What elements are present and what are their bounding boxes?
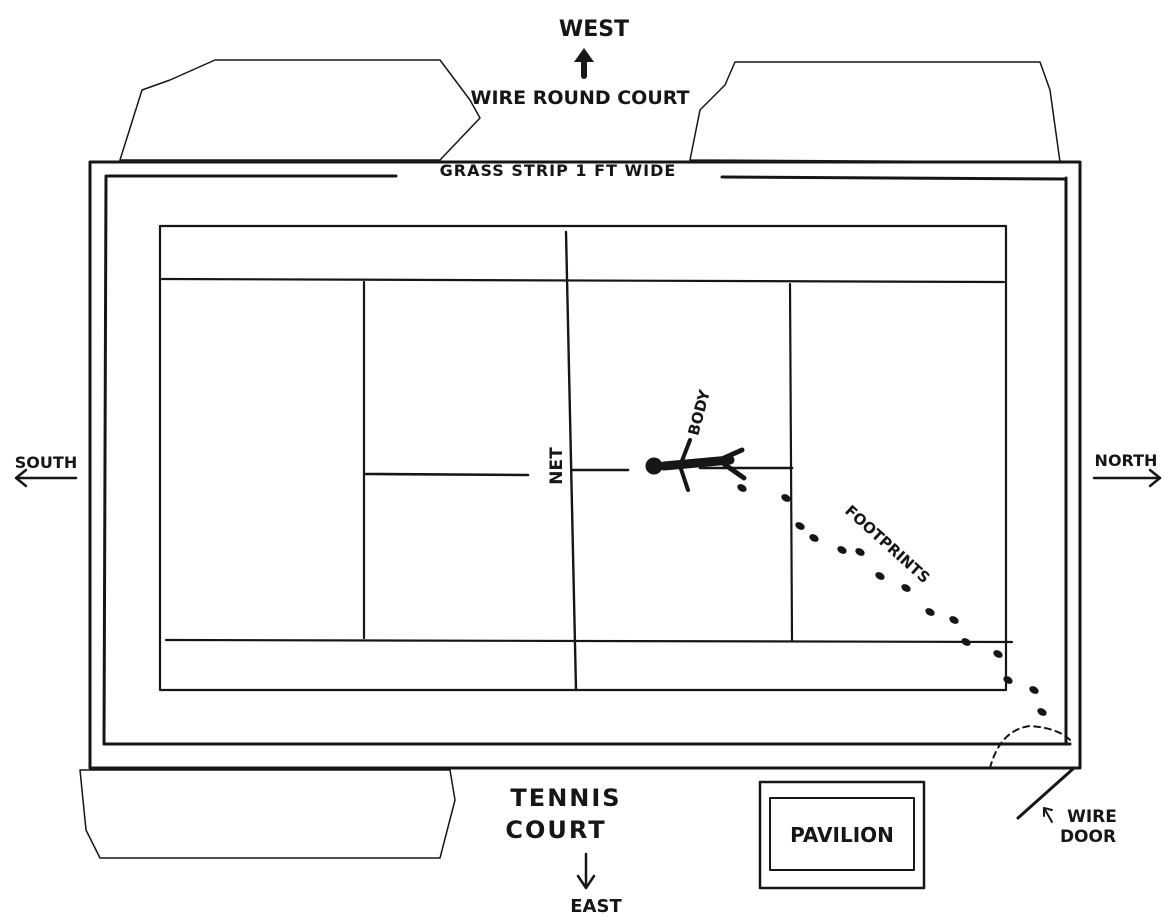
- wire-mesh-top-right: [689, 61, 1061, 163]
- east-label: EAST: [570, 896, 622, 917]
- north-arrow-icon: [1092, 468, 1162, 488]
- footprints-trail: [737, 484, 1047, 716]
- outer-fence-boundary: [88, 160, 1082, 770]
- footprints-label: FOOTPRINTS: [841, 502, 933, 587]
- east-arrow-icon: [576, 852, 596, 890]
- west-arrow-icon: [574, 48, 594, 79]
- wire-round-court-label: WIRE ROUND COURT: [470, 87, 689, 109]
- north-label: NORTH: [1095, 451, 1158, 470]
- pavilion-label: PAVILION: [790, 823, 894, 847]
- tennis-court-lines: [158, 224, 1014, 692]
- wire-door-label-line2: DOOR: [1060, 827, 1116, 847]
- wire-door-pointer-icon: [1043, 807, 1053, 823]
- net-label: NET: [547, 447, 567, 485]
- pavilion: PAVILION: [758, 780, 926, 890]
- wire-door-label-line1: WIRE: [1067, 807, 1117, 827]
- tennis-court-label-line1: TENNIS: [510, 784, 621, 812]
- grass-strip-label: GRASS STRIP 1 FT WIDE: [440, 161, 677, 180]
- wire-door: [989, 725, 1076, 820]
- body-figure: [645, 438, 747, 492]
- wire-mesh-top-middle: [430, 112, 720, 160]
- body-label: BODY: [684, 387, 714, 438]
- net-line: [564, 230, 578, 692]
- grass-strip-inner-edge: [102, 174, 1072, 746]
- wire-mesh-bottom-left: [79, 769, 456, 859]
- south-arrow-icon: [14, 468, 78, 488]
- west-label: WEST: [559, 17, 629, 42]
- tennis-court-label-line2: COURT: [505, 816, 606, 844]
- wire-mesh-top-left: [119, 59, 481, 161]
- south-label: SOUTH: [15, 453, 77, 472]
